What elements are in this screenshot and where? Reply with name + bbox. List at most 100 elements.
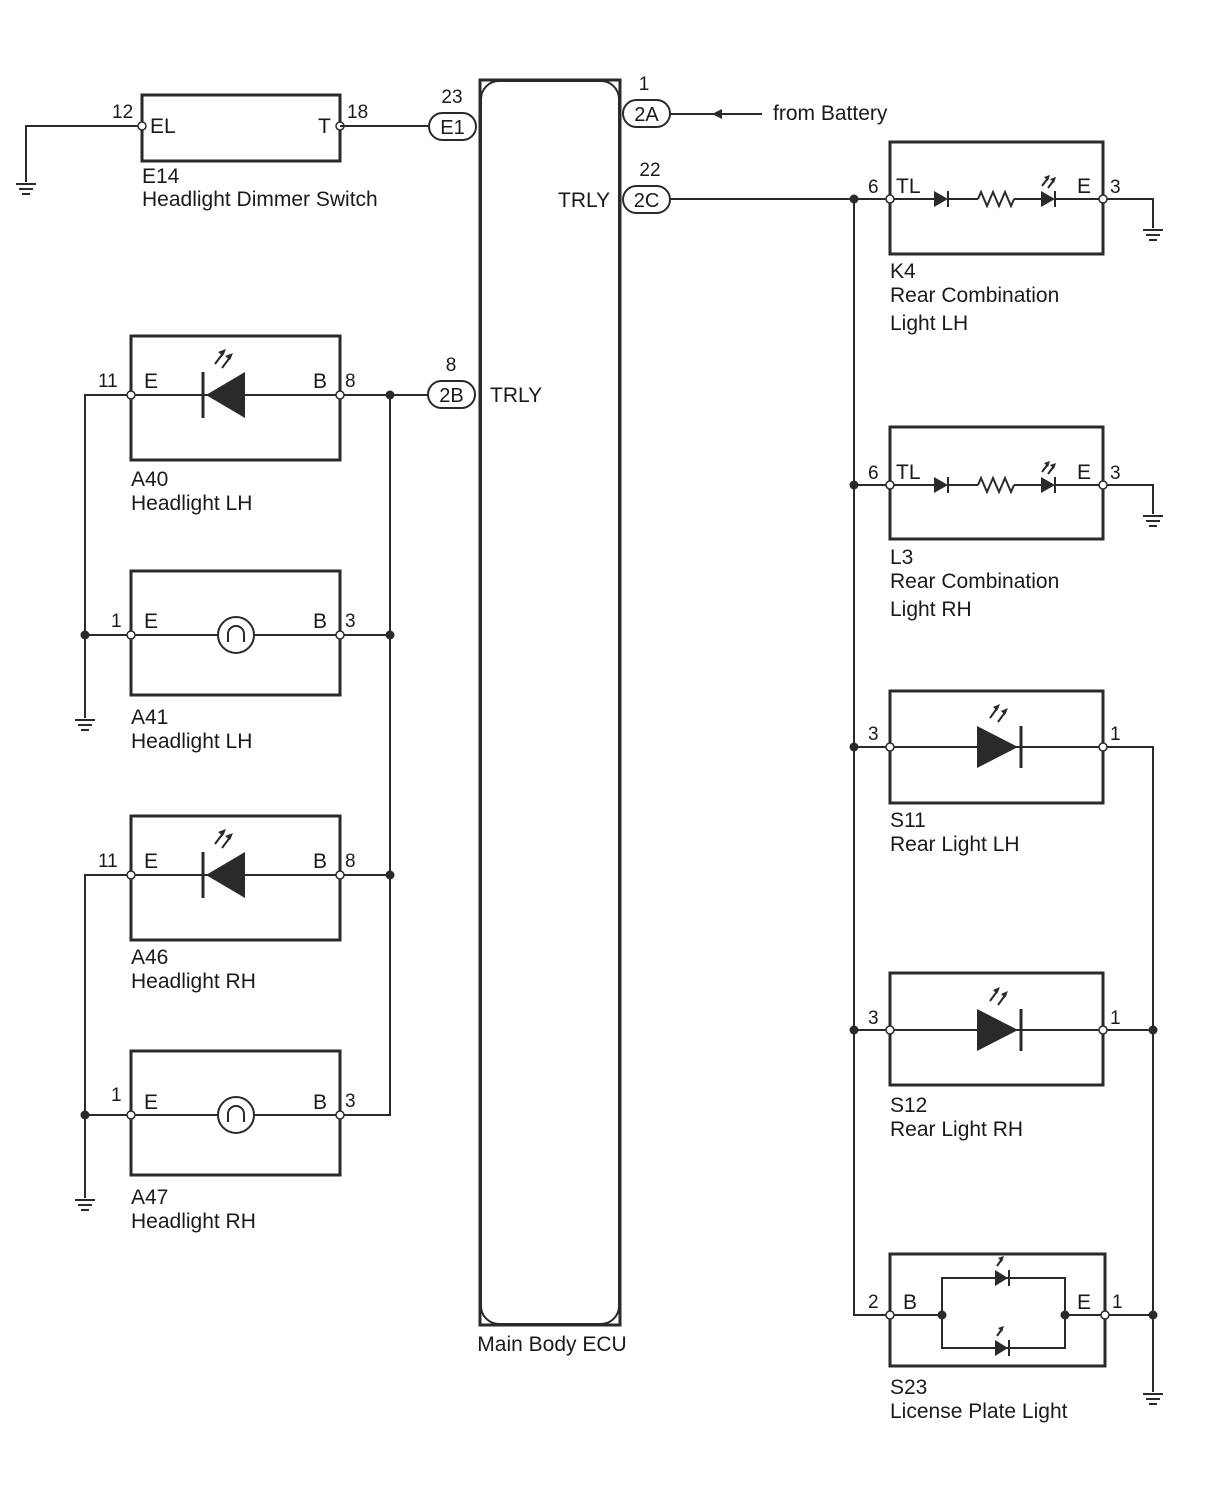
ground-symbol (1143, 515, 1163, 527)
connector-e1: E1 23 (428, 87, 477, 141)
e14-terminal-right: T (318, 115, 331, 138)
connector-2a: 2A 1 from Battery (622, 74, 888, 128)
connector-2c-pin: 22 (639, 160, 660, 181)
s11-name: Rear Light LH (890, 833, 1020, 856)
l3-terminal-right: E (1077, 461, 1091, 484)
l3-name-line2: Light RH (890, 598, 972, 621)
a40-pin-left-number: 11 (98, 371, 118, 392)
ground-symbol (75, 1199, 95, 1211)
l3-terminal-left: TL (896, 461, 921, 484)
a40-terminal-right: B (313, 370, 327, 393)
led-icon (995, 1326, 1010, 1356)
s12-code: S12 (890, 1094, 927, 1117)
s11-pin-left-number: 3 (868, 724, 879, 745)
s12-pin-right-number: 1 (1110, 1008, 1121, 1029)
a41-terminal-left: E (144, 610, 158, 633)
k4-terminal-right: E (1077, 175, 1091, 198)
k4-pin-right-number: 3 (1110, 177, 1121, 198)
component-a47: 1 3 E B A47 Headlight RH (111, 1049, 356, 1233)
s23-terminal-right: E (1077, 1291, 1091, 1314)
bulb-icon (217, 1096, 255, 1134)
s12-name: Rear Light RH (890, 1118, 1023, 1141)
connector-2c-signal: TRLY (558, 189, 610, 212)
a41-terminal-right: B (313, 610, 327, 633)
a41-pin-left-number: 1 (111, 611, 122, 632)
a47-terminal-right: B (313, 1091, 327, 1114)
component-k4: 6 3 TL E K4 Rear Combination Light LH (868, 140, 1121, 335)
connector-e1-pin: 23 (441, 87, 462, 108)
ecu-label: Main Body ECU (477, 1333, 626, 1356)
left-branch-wires (75, 390, 428, 1211)
connector-2b-signal: TRLY (490, 384, 542, 407)
e14-pin-right-number: 18 (347, 102, 368, 123)
a47-code: A47 (131, 1186, 168, 1209)
connector-2a-pin: 1 (639, 74, 650, 95)
e14-pin-left-number: 12 (112, 102, 133, 123)
s23-terminal-left: B (903, 1291, 917, 1314)
led-icon (201, 349, 245, 418)
k4-name-line1: Rear Combination (890, 284, 1059, 307)
a46-terminal-right: B (313, 850, 327, 873)
l3-pin-right-number: 3 (1110, 463, 1121, 484)
s12-pin-left-number: 3 (868, 1008, 879, 1029)
connector-2b-id: 2B (439, 385, 463, 407)
resistor-icon (977, 475, 1015, 495)
arrow-icon (712, 109, 722, 119)
a46-code: A46 (131, 946, 168, 969)
ecu-inner-outline (480, 80, 620, 1325)
wire-e14-ground (25, 125, 142, 182)
component-a40: 11 8 E B A40 Headlight LH (98, 334, 356, 515)
bulb-icon (217, 616, 255, 654)
s23-code: S23 (890, 1376, 927, 1399)
e14-terminal-left: EL (150, 115, 176, 138)
component-a41: 1 3 E B A41 Headlight LH (111, 569, 356, 753)
led-icon (995, 1256, 1010, 1286)
a46-terminal-left: E (144, 850, 158, 873)
s11-pin-right-number: 1 (1110, 724, 1121, 745)
connector-2b-pin: 8 (446, 355, 457, 376)
component-e14: 12 18 EL T E14 Headlight Dimmer Switch (16, 93, 429, 211)
k4-pin-left-number: 6 (868, 177, 879, 198)
a40-pin-right-number: 8 (345, 371, 356, 392)
e14-box (140, 93, 342, 163)
battery-label: from Battery (773, 102, 888, 125)
led-icon (977, 704, 1023, 768)
e14-pin-el (137, 121, 147, 131)
s23-pin-left-number: 2 (868, 1292, 879, 1313)
a47-pin-right-number: 3 (345, 1091, 356, 1112)
resistor-icon (977, 189, 1015, 209)
l3-name-line1: Rear Combination (890, 570, 1059, 593)
component-a46: 11 8 E B A46 Headlight RH (98, 814, 356, 993)
connector-2a-id: 2A (634, 104, 659, 126)
a46-pin-left-number: 11 (98, 851, 118, 872)
k4-name-line2: Light LH (890, 312, 968, 335)
l3-box (888, 425, 1105, 541)
connector-2b: 2B 8 TRLY (427, 355, 542, 409)
k4-terminal-left: TL (896, 175, 921, 198)
s23-pin-right-number: 1 (1112, 1292, 1123, 1313)
s11-code: S11 (890, 809, 926, 832)
l3-pin-left-number: 6 (868, 463, 879, 484)
component-l3: 6 3 TL E L3 Rear Combination Light RH (868, 425, 1121, 621)
ground-symbol (1143, 229, 1163, 241)
ground-symbol (16, 183, 36, 195)
k4-code: K4 (890, 260, 916, 283)
a40-name: Headlight LH (131, 492, 252, 515)
ground-symbol (75, 719, 95, 731)
component-s23: 2 1 B E S23 License Plate Light (868, 1252, 1123, 1423)
e14-name: Headlight Dimmer Switch (142, 188, 378, 211)
a47-name: Headlight RH (131, 1210, 256, 1233)
main-body-ecu: Main Body ECU (477, 78, 627, 1356)
e14-code: E14 (142, 165, 180, 188)
connector-2c-id: 2C (634, 190, 660, 212)
led-icon (201, 829, 245, 898)
a46-pin-right-number: 8 (345, 851, 356, 872)
led-icon (1041, 175, 1056, 207)
a47-pin-left-number: 1 (111, 1085, 122, 1106)
ecu-outline (478, 78, 622, 1327)
l3-code: L3 (890, 546, 913, 569)
component-s12: 3 1 S12 Rear Light RH (868, 971, 1121, 1141)
a47-terminal-left: E (144, 1091, 158, 1114)
led-icon (977, 987, 1023, 1051)
